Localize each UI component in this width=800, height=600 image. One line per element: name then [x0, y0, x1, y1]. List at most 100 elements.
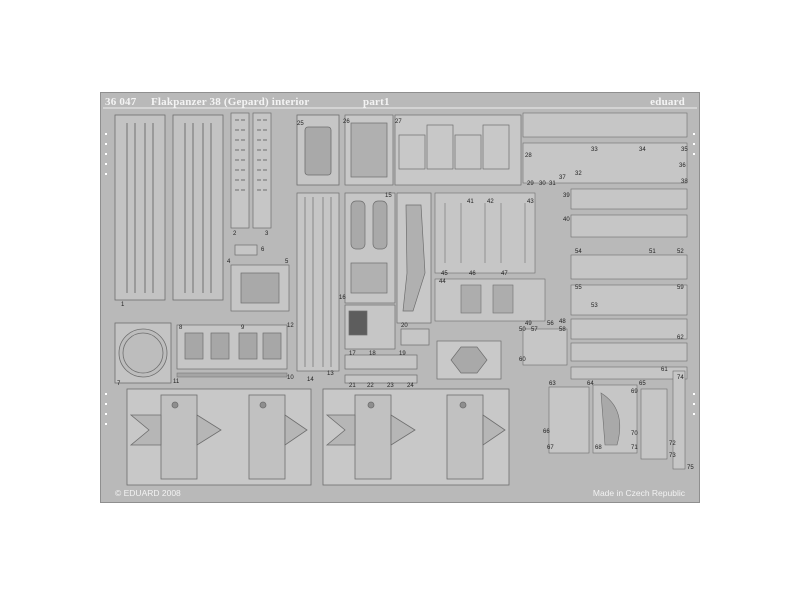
part-number: 14	[307, 377, 314, 383]
part-number: 32	[575, 171, 582, 177]
part-number: 53	[591, 303, 598, 309]
part-number: 15	[385, 193, 392, 199]
part-number: 21	[349, 383, 356, 389]
part-number: 40	[563, 217, 570, 223]
part-number: 45	[441, 271, 448, 277]
part-number-labels: 1 2 3 4 5 6 7 8 9 10 11 12 13 14 15 16 1…	[117, 119, 694, 471]
part-number: 13	[327, 371, 334, 377]
panel-16	[344, 192, 396, 304]
part-number: 5	[285, 259, 289, 265]
part-number: 34	[639, 147, 646, 153]
part-number: 50	[519, 327, 526, 333]
right-upper-parts	[522, 112, 688, 362]
part-number: 20	[401, 323, 408, 329]
part-number: 1	[121, 302, 125, 308]
part-number: 19	[399, 351, 406, 357]
part-number: 35	[681, 147, 688, 153]
box-parts	[176, 324, 288, 370]
part-number: 60	[519, 357, 526, 363]
part-number: 70	[631, 431, 638, 437]
part-number: 47	[501, 271, 508, 277]
round-part	[114, 322, 172, 384]
part-number: 39	[563, 193, 570, 199]
part-number: 33	[591, 147, 598, 153]
part-number: 27	[395, 119, 402, 125]
part-number: 42	[487, 199, 494, 205]
part-number: 67	[547, 445, 554, 451]
part-number: 10	[287, 375, 294, 381]
photo-etch-fret: 36 047 Flakpanzer 38 (Gepard) interior p…	[100, 92, 700, 503]
right-lower-parts	[522, 328, 688, 470]
part-number: 7	[117, 381, 121, 387]
part-number: 43	[527, 199, 534, 205]
part-number: 44	[439, 279, 446, 285]
part-number: 6	[261, 247, 265, 253]
part-label: part1	[363, 96, 390, 108]
hex-part	[436, 340, 502, 380]
part-number: 75	[687, 465, 694, 471]
part-number: 58	[559, 327, 566, 333]
part-number: 37	[559, 175, 566, 181]
small-parts-block	[230, 244, 290, 312]
fold-out-parts	[126, 388, 510, 486]
part-number: 69	[631, 389, 638, 395]
part-number: 71	[631, 445, 638, 451]
catalog-number: 36 047	[105, 96, 137, 108]
part-number: 54	[575, 249, 582, 255]
fret-parts-drawing: 1 2 3 4 5 6 7 8 9 10 11 12 13 14 15 16 1…	[103, 107, 697, 486]
part-number: 74	[677, 375, 684, 381]
strip-part-10	[176, 372, 288, 378]
part-number: 59	[677, 285, 684, 291]
part-number: 12	[287, 323, 294, 329]
part-number: 23	[387, 383, 394, 389]
origin-text: Made in Czech Republic	[592, 488, 685, 498]
part-number: 38	[681, 179, 688, 185]
part-number: 2	[233, 231, 237, 237]
part-number: 62	[677, 335, 684, 341]
brand-logo: eduard	[650, 96, 685, 108]
part-number: 52	[677, 249, 684, 255]
part-number: 64	[587, 381, 594, 387]
part-number: 61	[661, 367, 668, 373]
part-number: 66	[543, 429, 550, 435]
fold-boxes	[344, 114, 522, 186]
curved-part-24	[396, 192, 432, 324]
vertical-rails	[296, 192, 340, 372]
part-number: 18	[369, 351, 376, 357]
part-number: 3	[265, 231, 269, 237]
part-number: 48	[559, 319, 566, 325]
part-number: 63	[549, 381, 556, 387]
part-number: 57	[531, 327, 538, 333]
part-number: 49	[525, 321, 532, 327]
part-number: 25	[297, 121, 304, 127]
fret-title: Flakpanzer 38 (Gepard) interior	[151, 96, 310, 108]
part-number: 30	[539, 181, 546, 187]
part-number: 4	[227, 259, 231, 265]
left-panels	[114, 114, 224, 301]
part-number: 73	[669, 453, 676, 459]
fret-edge-dots	[105, 133, 695, 425]
center-parts	[434, 192, 546, 322]
perforated-strips	[230, 112, 272, 229]
part-number: 17	[349, 351, 356, 357]
part-number: 55	[575, 285, 582, 291]
part-number: 46	[469, 271, 476, 277]
copyright-text: © EDUARD 2008	[115, 488, 181, 498]
part-number: 8	[179, 325, 183, 331]
part-number: 56	[547, 321, 554, 327]
part-number: 29	[527, 181, 534, 187]
part-number: 31	[549, 181, 556, 187]
part-number: 28	[525, 153, 532, 159]
part-number: 36	[679, 163, 686, 169]
part-number: 51	[649, 249, 656, 255]
part-number: 24	[407, 383, 414, 389]
part-number: 41	[467, 199, 474, 205]
part-number: 68	[595, 445, 602, 451]
part-number: 65	[639, 381, 646, 387]
chip-parts	[344, 304, 430, 384]
part-number: 22	[367, 383, 374, 389]
part-number: 26	[343, 119, 350, 125]
part-number: 16	[339, 295, 346, 301]
part-number: 11	[173, 379, 180, 385]
part-number: 9	[241, 325, 245, 331]
